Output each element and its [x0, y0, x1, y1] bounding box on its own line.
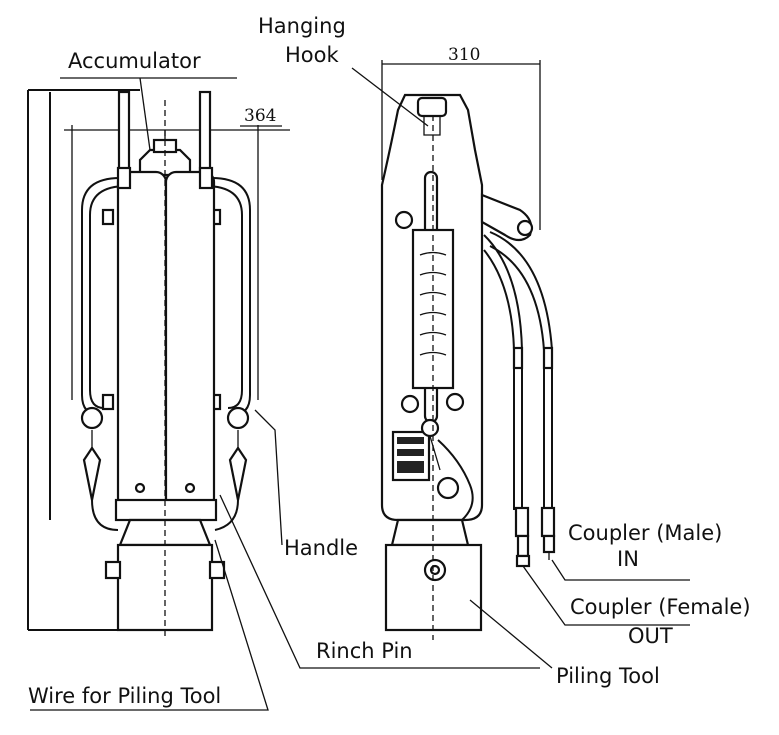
labels: Hanging Hook Accumulator Handle Coupler …	[28, 14, 751, 708]
side-wires	[80, 406, 250, 531]
rinch-pin-side	[420, 418, 474, 521]
label-coupler-male: Coupler (Male)	[568, 521, 722, 545]
label-handle: Handle	[284, 536, 358, 560]
label-coupler-male-in: IN	[617, 547, 639, 571]
label-accumulator: Accumulator	[68, 49, 201, 73]
accumulator-cylinders	[114, 166, 218, 522]
hoses	[483, 231, 556, 568]
side-handle	[480, 193, 534, 242]
mounting-frame	[27, 89, 140, 631]
label-coupler-female: Coupler (Female)	[570, 595, 751, 619]
dimension-310-text: 310	[448, 45, 480, 65]
label-hook: Hook	[285, 43, 339, 67]
label-hanging: Hanging	[258, 14, 346, 38]
dimension-364-text: 364	[244, 106, 276, 126]
side-body	[380, 93, 484, 522]
piling-tool-front	[104, 100, 226, 640]
label-piling-tool: Piling Tool	[556, 664, 660, 688]
leader-lines	[30, 67, 690, 711]
side-view: 310	[380, 45, 556, 640]
label-coupler-female-out: OUT	[628, 624, 673, 648]
dimension-310: 310	[381, 45, 541, 230]
dimension-364: 364	[64, 106, 290, 400]
front-view: 364	[27, 89, 290, 640]
label-wire-for-piling-tool: Wire for Piling Tool	[28, 684, 221, 708]
piling-tool-side	[384, 115, 483, 640]
label-rinch-pin: Rinch Pin	[316, 639, 413, 663]
